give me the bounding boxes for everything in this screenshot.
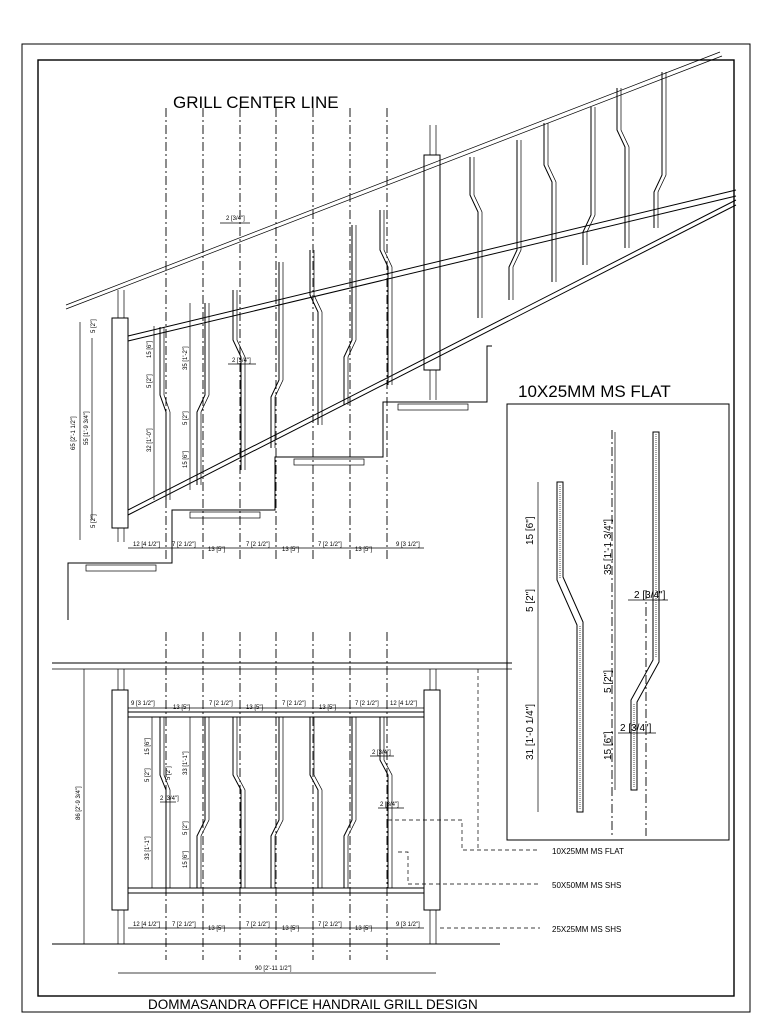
flat-left-top: 15 [6"] bbox=[525, 516, 536, 545]
stair-top-offset: 5 [2"] bbox=[91, 319, 97, 333]
outer-border bbox=[21, 43, 751, 1013]
elev-gap-a: 2 [3/4"] bbox=[160, 796, 179, 802]
elev-gap-c: 2 [3/4"] bbox=[380, 802, 399, 808]
ms-flat-title: 10X25MM MS FLAT bbox=[518, 382, 671, 401]
stair-spacing-3: 13 [5"] bbox=[208, 547, 225, 553]
stair-spacing-7: 13 [5"] bbox=[355, 547, 372, 553]
flat-right-top: 35 [1'-1 3/4"] bbox=[603, 519, 614, 575]
elev-bar-lower2: 15 [6"] bbox=[183, 851, 189, 868]
stair-bar-upper2: 35 [1'-2"] bbox=[183, 346, 189, 370]
elev-bottom-spacing-5: 13 [5"] bbox=[282, 926, 299, 932]
stair-spacing-5: 13 [5"] bbox=[282, 547, 299, 553]
flat-right-gap: 2 [3/4"] bbox=[634, 590, 666, 601]
elev-top-spacing-6: 13 [5"] bbox=[319, 705, 336, 711]
elev-bottom-spacing-3: 13 [5"] bbox=[208, 926, 225, 932]
stair-bar-upper: 15 [6"] bbox=[147, 341, 153, 358]
elev-overall-width: 90 [2'-11 1/2"] bbox=[255, 966, 292, 972]
stair-mid-gap-dim: 2 [3/4"] bbox=[232, 358, 251, 364]
flat-bottom-gap: 2 [3/4"] bbox=[620, 723, 652, 734]
elev-post-right bbox=[423, 689, 441, 911]
elev-top-spacing-5: 7 [2 1/2"] bbox=[282, 701, 306, 707]
elev-overall-height: 86 [2'-9 3/4"] bbox=[76, 786, 82, 820]
elev-top-spacing-3: 7 [2 1/2"] bbox=[209, 701, 233, 707]
stair-spacing-2: 7 [2 1/2"] bbox=[172, 542, 196, 548]
elev-bottom-spacing-8: 9 [3 1/2"] bbox=[396, 922, 420, 928]
callout-ms-flat: 10X25MM MS FLAT bbox=[552, 847, 624, 856]
stair-bottom-offset: 5 [2"] bbox=[91, 514, 97, 528]
callout-shs-50: 50X50MM MS SHS bbox=[552, 881, 621, 890]
callout-shs-25: 25X25MM MS SHS bbox=[552, 925, 621, 934]
elev-bar-bend: 5 [2"] bbox=[145, 768, 151, 782]
elev-bar-lower: 33 [1'-1"] bbox=[145, 836, 151, 860]
elev-bar-upper2: 33 [1'-1"] bbox=[183, 751, 189, 775]
stair-spacing-1: 12 [4 1/2"] bbox=[133, 542, 160, 548]
elev-post-left bbox=[111, 689, 129, 911]
stair-spacing-6: 7 [2 1/2"] bbox=[318, 542, 342, 548]
elev-gap-b: 2 [3/4"] bbox=[372, 750, 391, 756]
flat-left-bend: 5 [2"] bbox=[525, 589, 536, 612]
flat-left-bottom: 31 [1'-0 1/4"] bbox=[525, 704, 536, 760]
elev-bar-upper: 15 [6"] bbox=[145, 738, 151, 755]
elev-bottom-spacing-6: 7 [2 1/2"] bbox=[318, 922, 342, 928]
elev-top-spacing-2: 13 [5"] bbox=[173, 705, 190, 711]
ms-flat-detail: 10X25MM MS FLAT 15 [6"] 5 [2"] 31 [1'-0 … bbox=[506, 382, 730, 841]
elev-bottom-spacing-7: 13 [5"] bbox=[355, 926, 372, 932]
stair-post-left bbox=[111, 317, 129, 529]
stair-spacing-4: 7 [2 1/2"] bbox=[246, 542, 270, 548]
elev-bar-bend2: 5 [2"] bbox=[183, 821, 189, 835]
elev-bar-bend-b: 5 [2"] bbox=[166, 766, 172, 780]
stair-view: GRILL CENTER LINE 2 [3/4"] 2 [3/4"] 65 [… bbox=[65, 51, 737, 620]
stair-post-height-total: 65 [2'-1 1/2"] bbox=[71, 416, 77, 450]
stair-bar-lower: 32 [1'-0"] bbox=[147, 428, 153, 452]
elev-bottom-spacing-4: 7 [2 1/2"] bbox=[246, 922, 270, 928]
elev-top-spacing-8: 12 [4 1/2"] bbox=[390, 701, 417, 707]
flat-right-bend: 5 [2"] bbox=[603, 670, 614, 693]
elev-top-spacing-1: 9 [3 1/2"] bbox=[131, 701, 155, 707]
stair-bar-lower2: 15 [6"] bbox=[183, 451, 189, 468]
stair-spacing-8: 9 [3 1/2"] bbox=[396, 542, 420, 548]
stair-top-gap-dim: 2 [3/4"] bbox=[226, 216, 245, 222]
elev-bottom-spacing-1: 12 [4 1/2"] bbox=[133, 922, 160, 928]
grill-center-line-title: GRILL CENTER LINE bbox=[173, 93, 339, 112]
stair-bar-bend: 5 [2"] bbox=[147, 374, 153, 388]
elev-bottom-spacing-2: 7 [2 1/2"] bbox=[172, 922, 196, 928]
flat-right-bottom: 15 [6"] bbox=[603, 731, 614, 760]
elevation-view: 9 [3 1/2"] 13 [5"] 7 [2 1/2"] 13 [5"] 7 … bbox=[52, 632, 624, 974]
sheet-title: DOMMASANDRA OFFICE HANDRAIL GRILL DESIGN bbox=[148, 997, 478, 1012]
elev-top-spacing-4: 13 [5"] bbox=[246, 705, 263, 711]
stair-post-right bbox=[423, 154, 441, 371]
stair-post-height-inner: 55 [1'-9 3/4"] bbox=[84, 411, 90, 445]
stair-bar-bend2: 5 [2"] bbox=[183, 411, 189, 425]
elev-top-spacing-7: 7 [2 1/2"] bbox=[355, 701, 379, 707]
inner-border bbox=[37, 59, 735, 997]
